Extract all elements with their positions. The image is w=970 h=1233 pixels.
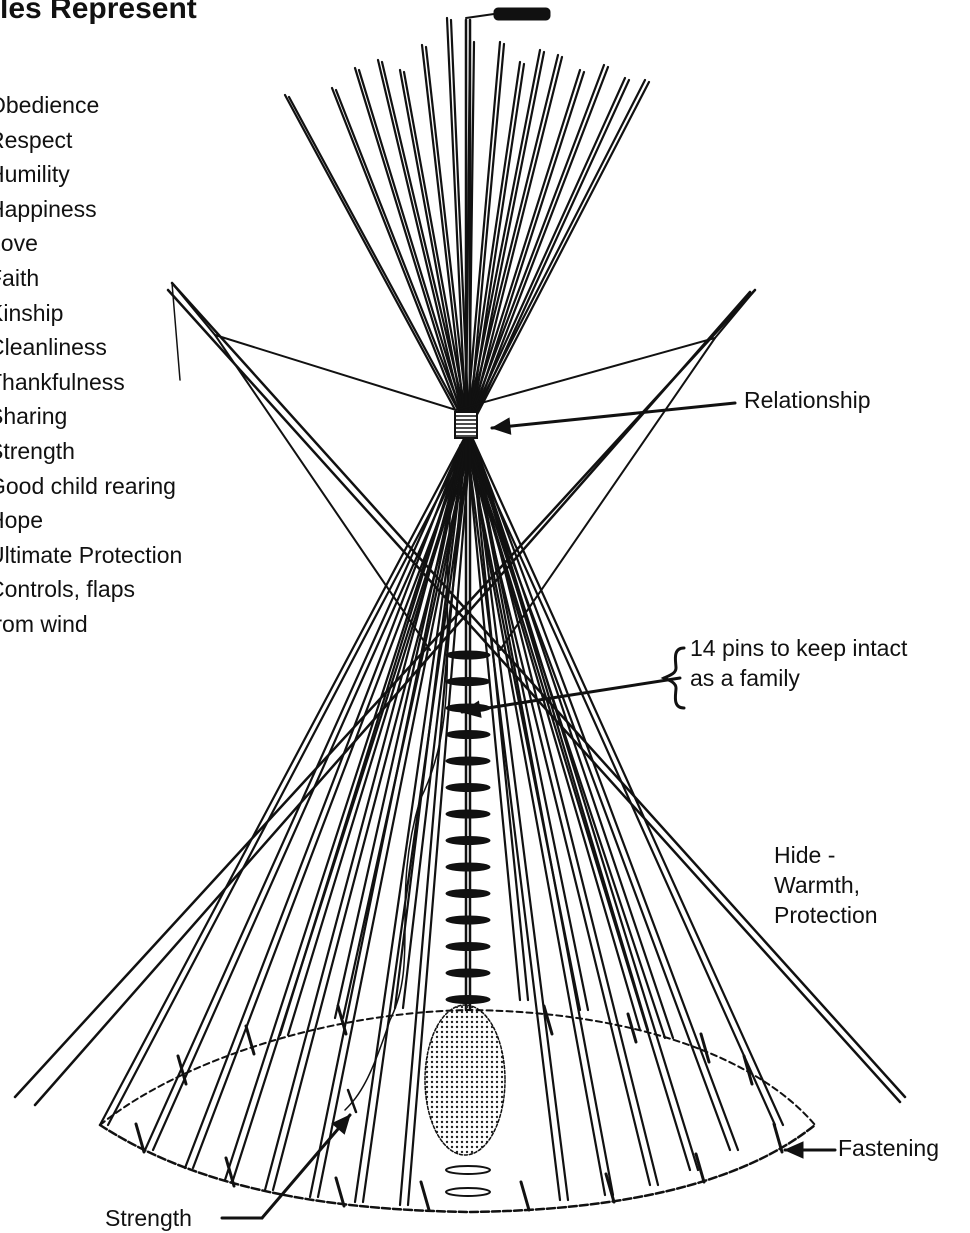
hide-label-line-3: Protection: [774, 900, 878, 930]
pole: [471, 435, 738, 1150]
fastening-arrow-head: [785, 1142, 803, 1158]
pins-arrow: [462, 678, 680, 712]
strength-arrow: [262, 1115, 350, 1218]
streamer-string: [466, 14, 494, 18]
pole: [471, 435, 783, 1125]
value-item: from wind: [0, 608, 182, 643]
lacing-pin: [446, 890, 490, 898]
stake: [521, 1182, 529, 1210]
relationship-arrow: [492, 403, 735, 428]
hide-label-line-2: Warmth,: [774, 870, 878, 900]
lacing-pin: [446, 678, 490, 686]
lacing-pin: [446, 1188, 490, 1196]
pins-label: 14 pins to keep intact as a family: [690, 633, 907, 693]
lacing-pin: [446, 996, 490, 1004]
smoke-flap-edge: [500, 338, 715, 650]
door-opening: [425, 1005, 505, 1155]
hide-label-line-1: Hide -: [774, 840, 878, 870]
lacing-pin: [446, 916, 490, 924]
value-item: Cleanliness: [0, 331, 182, 366]
value-item: Faith: [0, 262, 182, 297]
value-item: Sharing: [0, 400, 182, 435]
pole: [145, 435, 466, 1150]
smoke-flap-edge: [215, 335, 430, 650]
strength-anchor: [348, 1090, 356, 1112]
pole: [185, 435, 466, 1168]
lacing-pin: [446, 863, 490, 871]
value-item: Strength: [0, 435, 182, 470]
strength-label: Strength: [105, 1203, 192, 1233]
pins-label-line-2: as a family: [690, 663, 907, 693]
stake: [421, 1182, 429, 1210]
pole: [466, 435, 580, 1010]
stake: [336, 1178, 344, 1206]
value-item: Obedience: [0, 89, 182, 124]
value-item: Happiness: [0, 193, 182, 228]
value-item: Hope: [0, 504, 182, 539]
pole-top: [378, 60, 466, 430]
pole: [471, 435, 588, 1010]
value-item: Love: [0, 227, 182, 262]
value-item: Good child rearing: [0, 470, 182, 505]
pole: [471, 435, 698, 1170]
pole-top: [466, 78, 625, 430]
relationship-label: Relationship: [744, 385, 871, 415]
lacing-pin: [446, 810, 490, 818]
relationship-arrow-head: [492, 418, 511, 434]
lacing-pin: [446, 651, 490, 659]
stake: [701, 1034, 709, 1062]
lacing-pin: [446, 837, 490, 845]
lacing-pin: [446, 757, 490, 765]
pole: [343, 435, 471, 1018]
lacing-pin: [446, 969, 490, 977]
fastening-label: Fastening: [838, 1133, 939, 1163]
lacing-pin: [446, 784, 490, 792]
pins-label-line-1: 14 pins to keep intact: [690, 633, 907, 663]
lacing-pin: [446, 1166, 490, 1174]
stake: [774, 1124, 782, 1152]
lacing-pin: [446, 731, 490, 739]
value-item: Respect: [0, 124, 182, 159]
lacing-pin: [446, 943, 490, 951]
value-item: Thankfulness: [0, 366, 182, 401]
pole: [466, 435, 640, 1030]
diagram-heading: les Represent: [0, 0, 197, 26]
value-item: Ultimate Protection: [0, 539, 182, 574]
pole: [466, 435, 730, 1150]
value-item: Controls, flaps: [0, 573, 182, 608]
top-streamer: [494, 8, 550, 20]
value-item: Humility: [0, 158, 182, 193]
value-item: Kinship: [0, 297, 182, 332]
hide-label: Hide - Warmth, Protection: [774, 840, 878, 930]
pole-values-list: ObedienceRespectHumilityHappinessLoveFai…: [0, 89, 182, 643]
